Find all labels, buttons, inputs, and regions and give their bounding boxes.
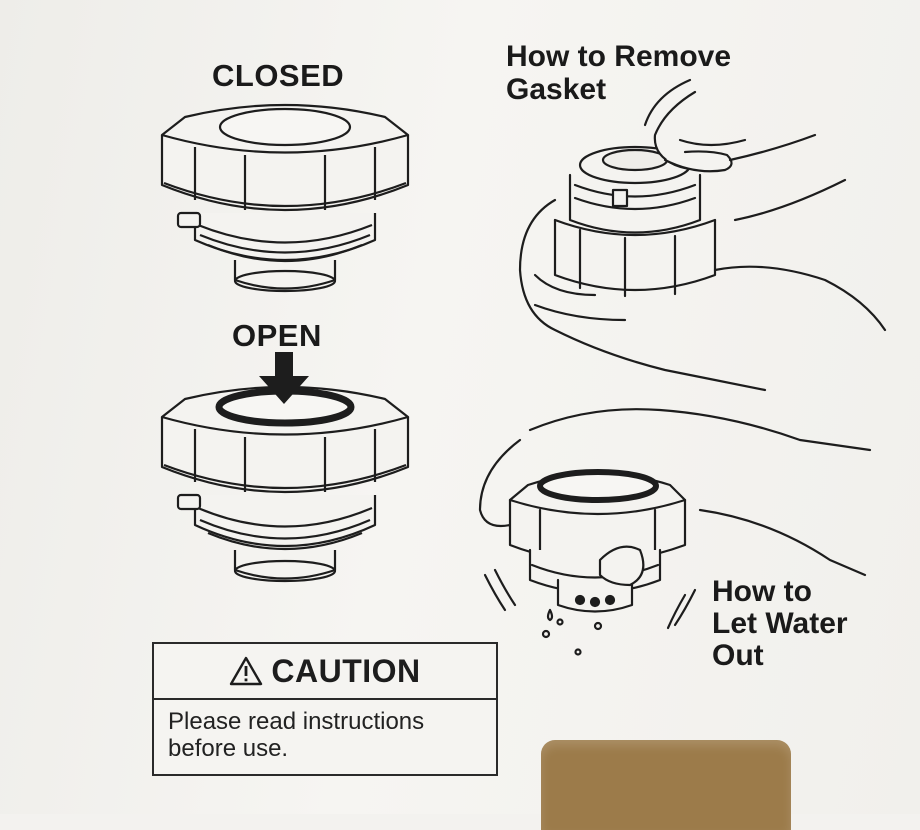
caution-header: CAUTION [154,644,496,700]
caution-title: CAUTION [271,652,421,689]
remove-gasket-line-2: Gasket [506,73,607,106]
let-water-out-label: How to Let Water Out [712,576,848,672]
open-label: OPEN [232,318,322,353]
down-arrow-icon [259,352,309,404]
open-stopper-illustration [160,385,410,583]
remove-gasket-line-1: How to Remove [506,40,732,73]
warning-triangle-icon [230,656,263,686]
caution-body-line-1: Please read instructions [168,708,425,735]
remove-gasket-illustration [518,78,887,392]
cardboard-edge [541,740,791,830]
caution-body-line-2: before use. [168,735,289,762]
caution-body: Please read instructions before use. [154,700,496,762]
let-water-line-2: Let Water [712,607,848,640]
remove-gasket-label: How to Remove Gasket [506,40,731,106]
closed-label: CLOSED [212,58,345,93]
closed-stopper-illustration [160,103,410,293]
let-water-out-illustration [478,408,872,656]
let-water-line-1: How to [712,575,812,608]
let-water-line-3: Out [712,639,764,672]
caution-box: CAUTION Please read instructions before … [152,642,498,776]
